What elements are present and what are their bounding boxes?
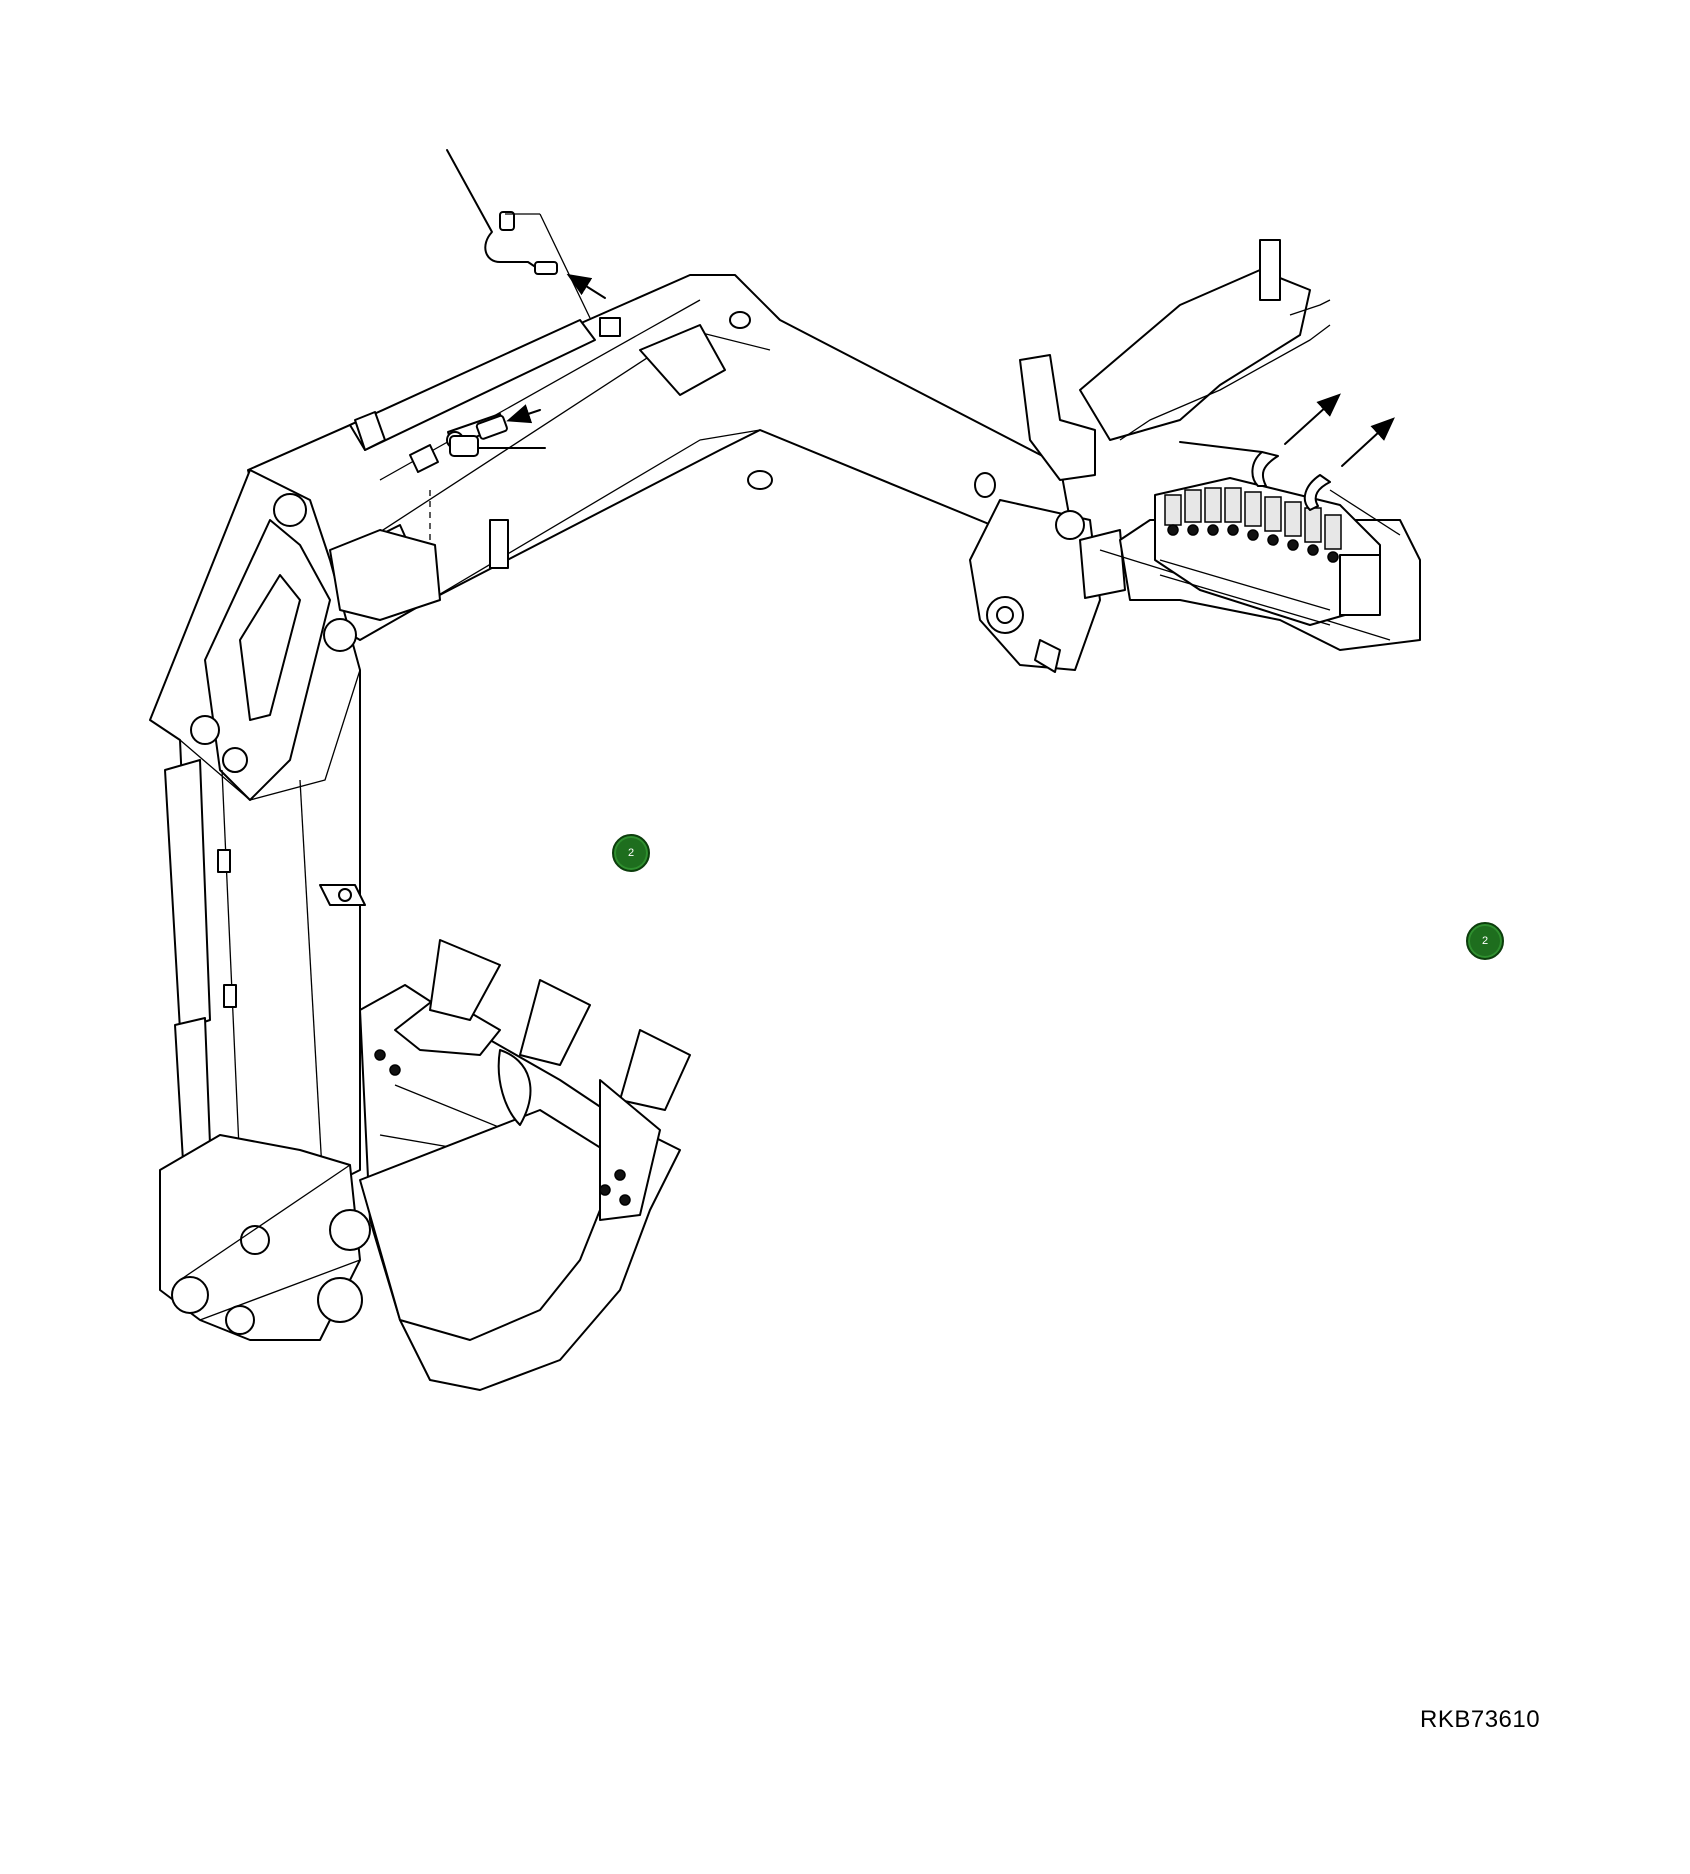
- control-valve: [1154, 477, 1381, 626]
- hose-fitting-middle: [449, 404, 546, 457]
- bucket-linkage: [159, 1134, 371, 1341]
- callout-2-right[interactable]: 2: [1466, 922, 1504, 960]
- boom: [247, 274, 1071, 641]
- boom-foot: [969, 354, 1126, 673]
- hose-fitting-top: [446, 149, 621, 337]
- callout-2-upper[interactable]: 2: [612, 834, 650, 872]
- bucket: [359, 939, 691, 1391]
- figure-id-label: RKB73610: [1420, 1706, 1541, 1733]
- hose-fitting-right: [1179, 393, 1401, 536]
